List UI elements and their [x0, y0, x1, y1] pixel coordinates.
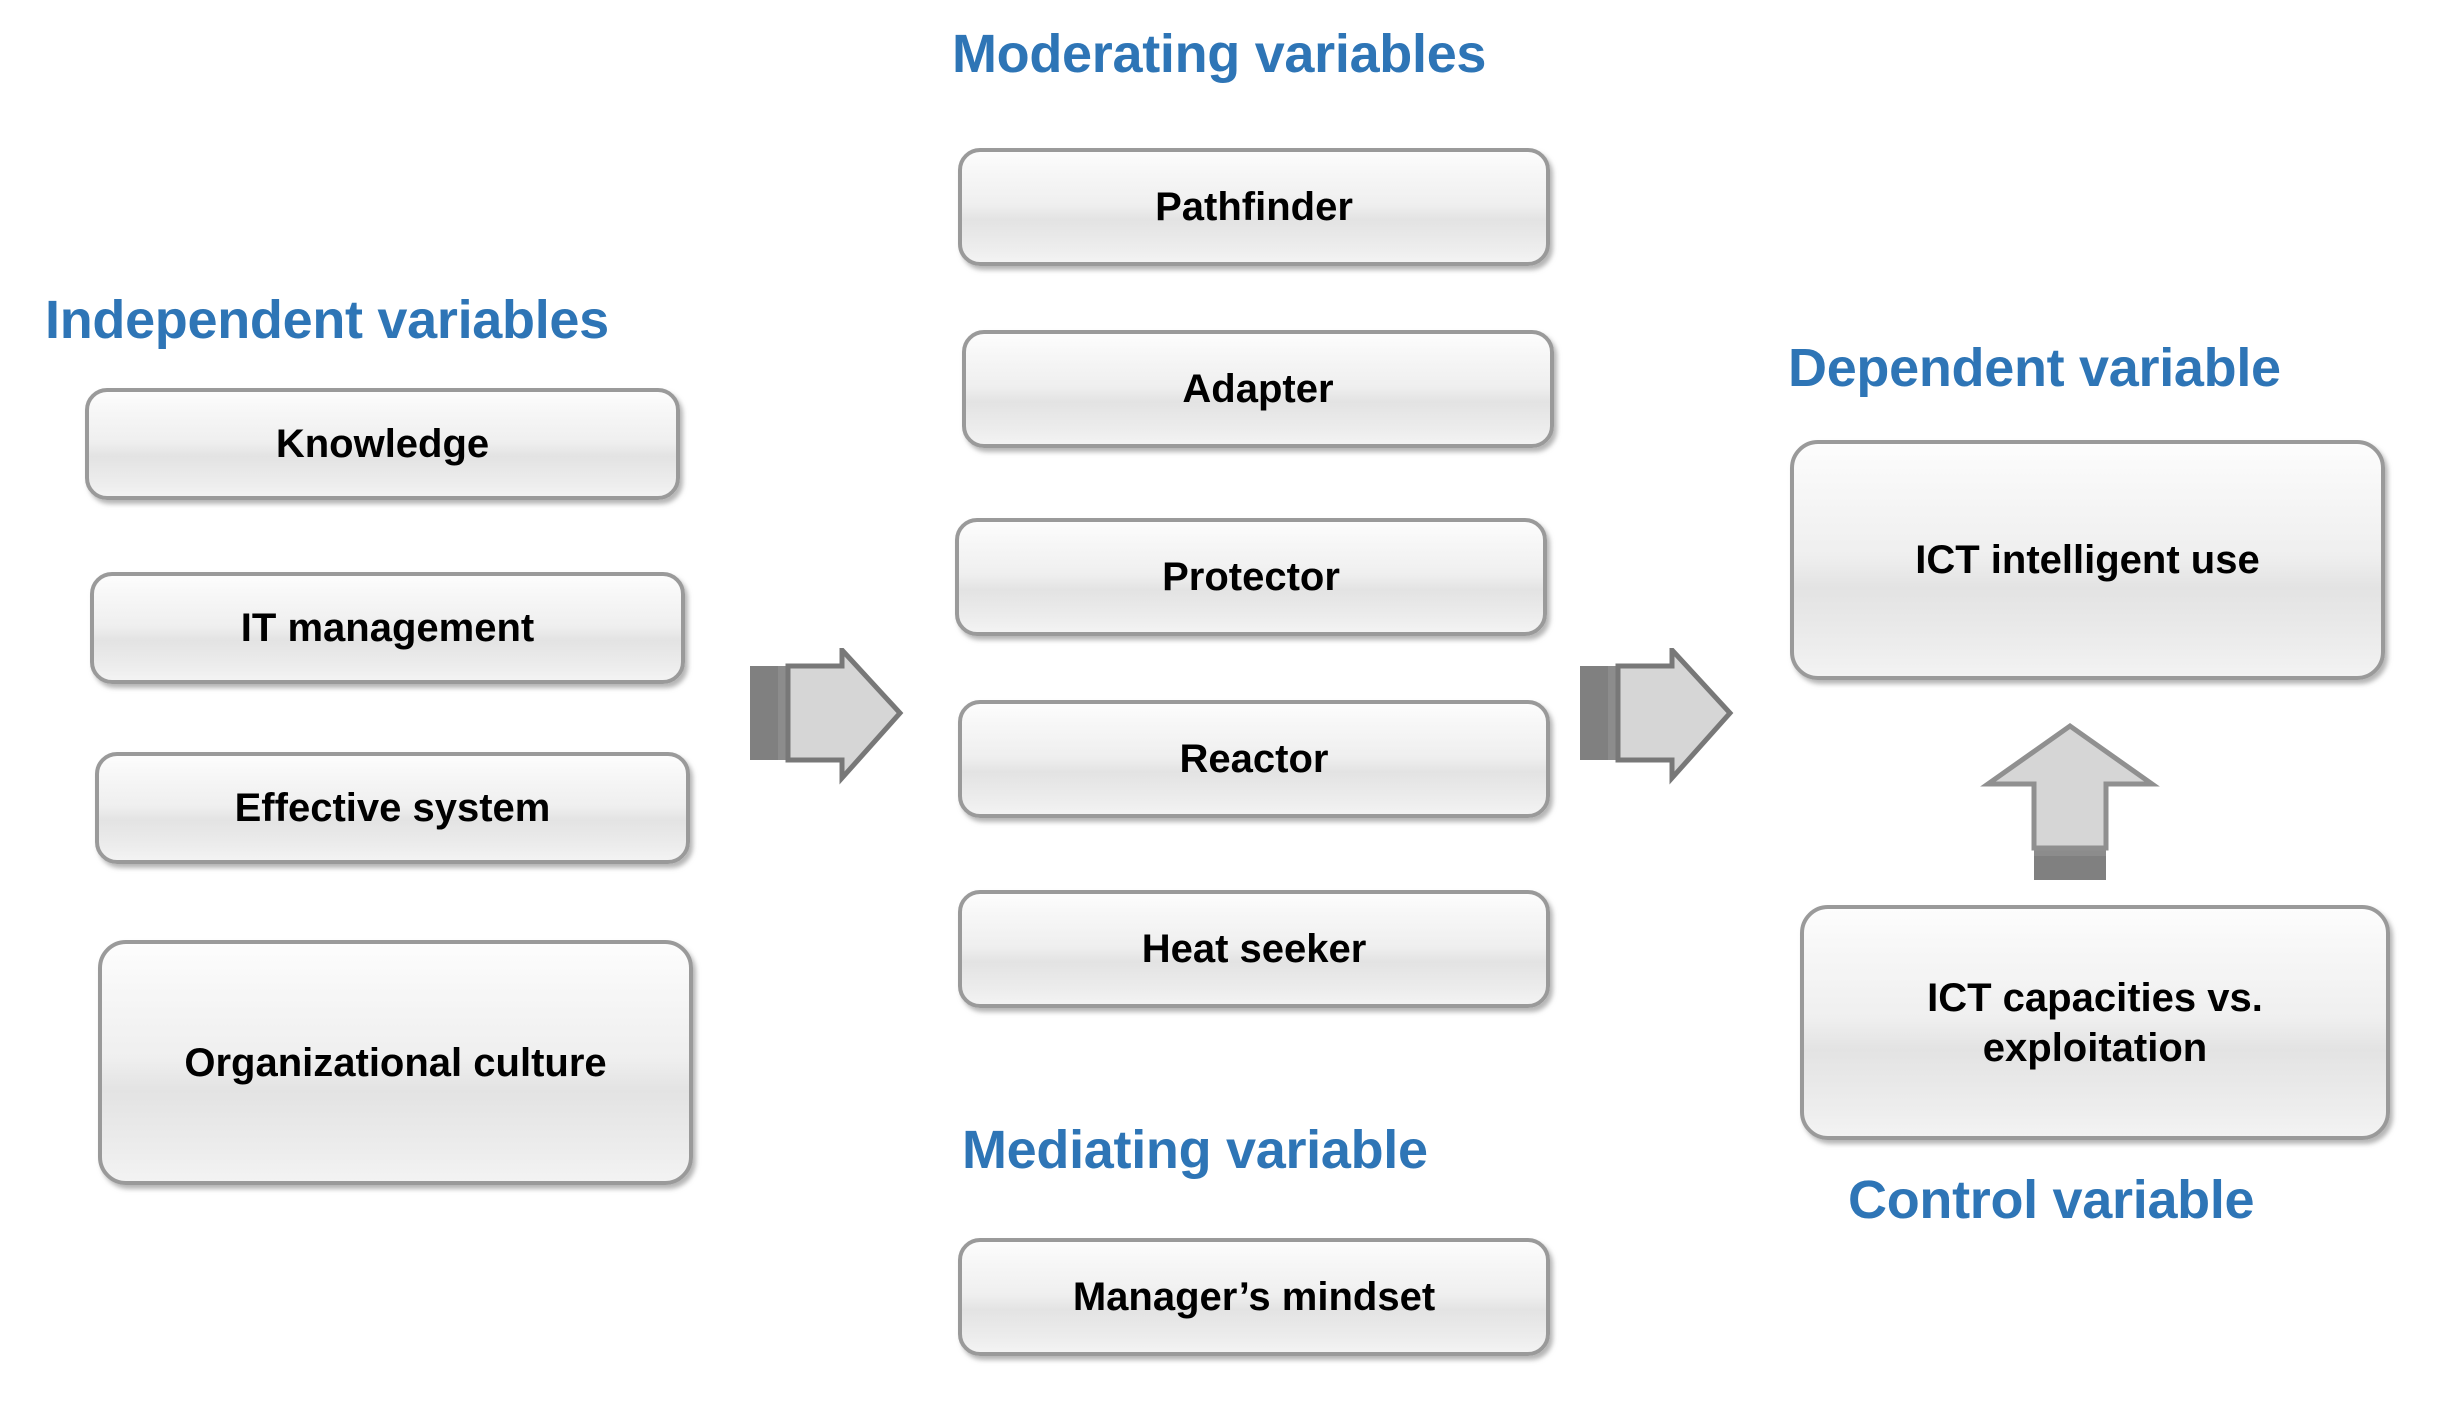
dependent-box-ict-intelligent-use[interactable]: ICT intelligent use	[1790, 440, 2385, 680]
independent-box-knowledge-label: Knowledge	[275, 422, 490, 466]
dependent-variable-heading: Dependent variable	[1788, 338, 2281, 398]
arrow-independent-to-moderating	[748, 648, 908, 788]
moderating-box-pathfinder-label: Pathfinder	[1155, 185, 1353, 229]
control-box-ict-capacities[interactable]: ICT capacities vs. exploitation	[1800, 905, 2390, 1140]
independent-box-effective-system[interactable]: Effective system	[95, 752, 690, 864]
moderating-box-reactor-label: Reactor	[1179, 737, 1329, 781]
moderating-box-heat-seeker-label: Heat seeker	[1141, 927, 1367, 971]
moderating-box-adapter[interactable]: Adapter	[962, 330, 1554, 448]
independent-box-it-management[interactable]: IT management	[90, 572, 685, 684]
moderating-box-adapter-label: Adapter	[1182, 367, 1334, 411]
independent-box-it-management-label: IT management	[240, 606, 535, 650]
mediating-variable-heading: Mediating variable	[962, 1120, 1428, 1180]
moderating-box-pathfinder[interactable]: Pathfinder	[958, 148, 1550, 266]
moderating-box-protector[interactable]: Protector	[955, 518, 1547, 636]
mediating-box-managers-mindset[interactable]: Manager’s mindset	[958, 1238, 1550, 1356]
moderating-box-heat-seeker[interactable]: Heat seeker	[958, 890, 1550, 1008]
mediating-box-managers-mindset-label: Manager’s mindset	[1072, 1275, 1436, 1319]
moderating-box-protector-label: Protector	[1162, 555, 1340, 599]
moderating-variables-heading: Moderating variables	[952, 24, 1487, 84]
control-box-ict-capacities-label: ICT capacities vs. exploitation	[1927, 975, 2263, 1070]
independent-box-knowledge[interactable]: Knowledge	[85, 388, 680, 500]
dependent-box-ict-intelligent-use-label: ICT intelligent use	[1915, 538, 2260, 582]
independent-box-organizational-culture-label: Organizational culture	[184, 1040, 607, 1085]
arrow-control-to-dependent	[1970, 722, 2170, 882]
independent-variables-heading: Independent variables	[45, 290, 609, 350]
control-variable-heading: Control variable	[1848, 1170, 2255, 1230]
independent-box-effective-system-label: Effective system	[234, 786, 551, 830]
independent-box-organizational-culture[interactable]: Organizational culture	[98, 940, 693, 1185]
arrow-moderating-to-dependent	[1578, 648, 1738, 788]
moderating-box-reactor[interactable]: Reactor	[958, 700, 1550, 818]
